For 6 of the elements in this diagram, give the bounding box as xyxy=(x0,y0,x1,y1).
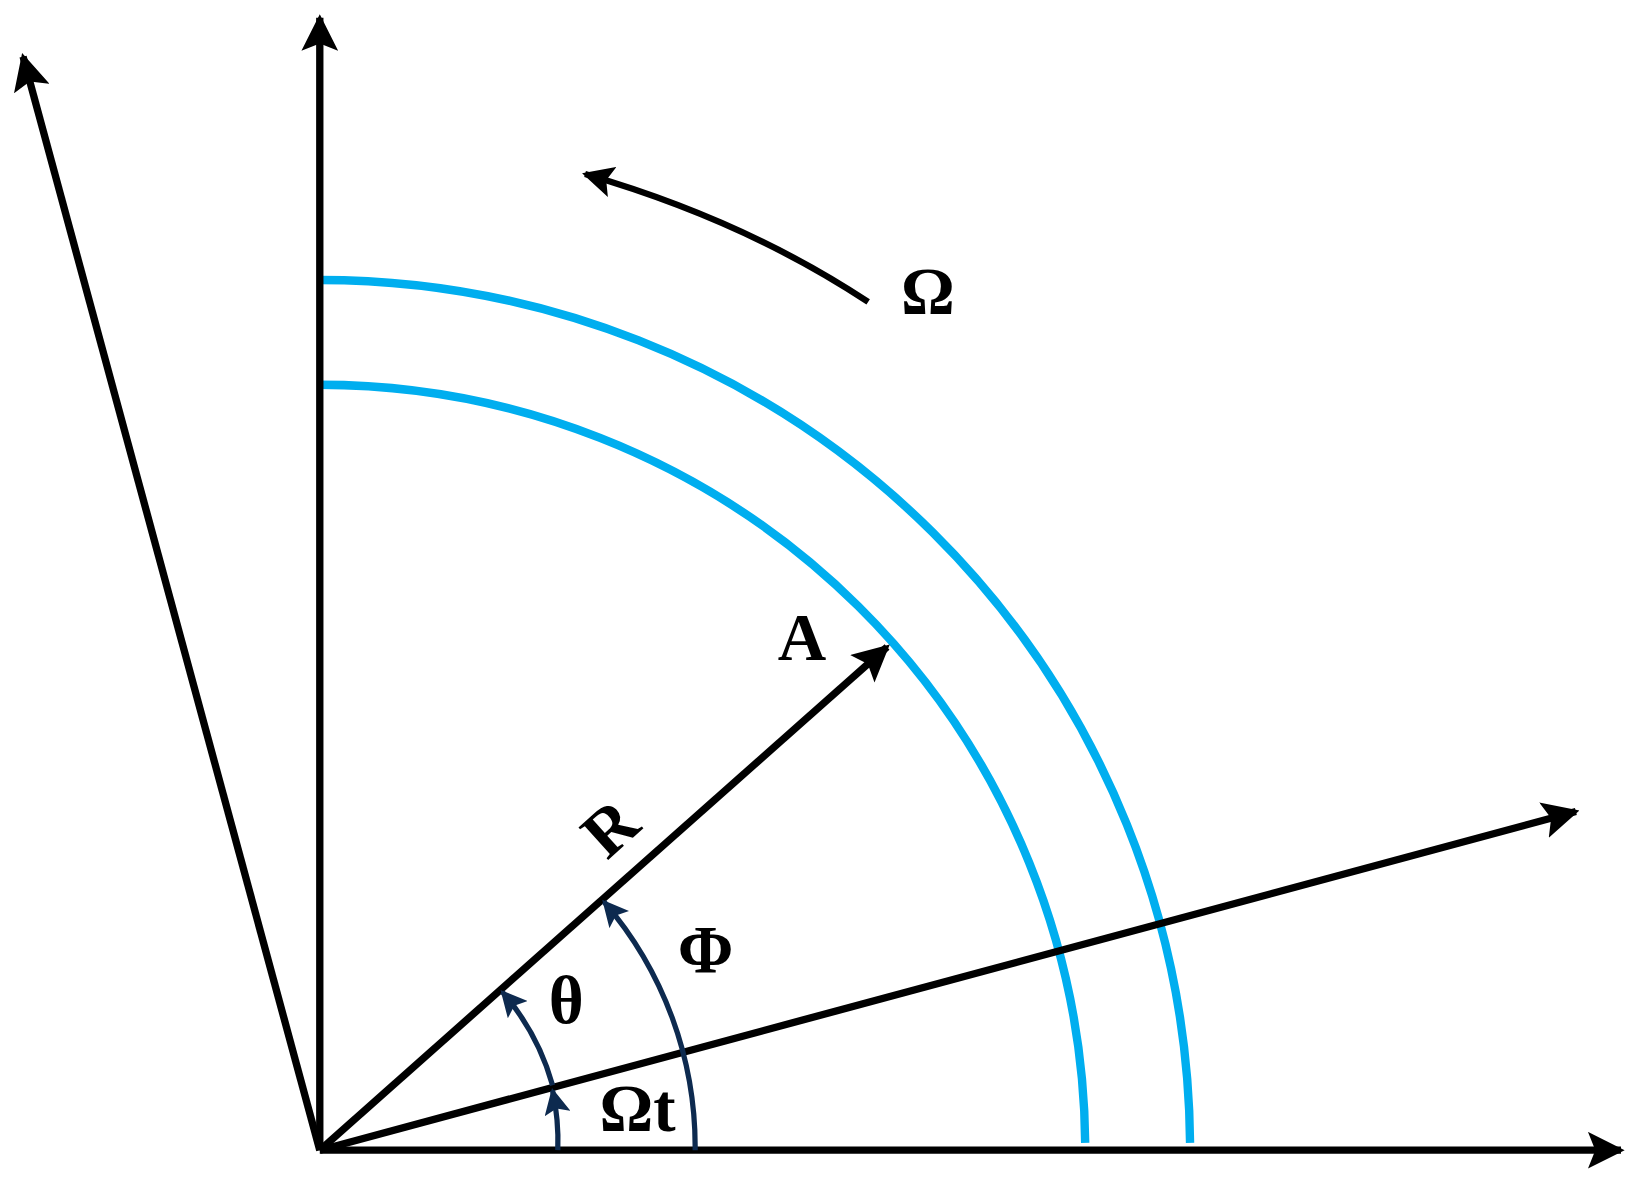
vector-label: R xyxy=(569,787,651,870)
point-label: A xyxy=(777,603,827,672)
rotation-label: Ω xyxy=(901,257,955,326)
angle-label: Φ xyxy=(677,916,734,984)
angle-label: Ωt xyxy=(599,1075,676,1143)
angle-label: θ xyxy=(548,967,584,1035)
